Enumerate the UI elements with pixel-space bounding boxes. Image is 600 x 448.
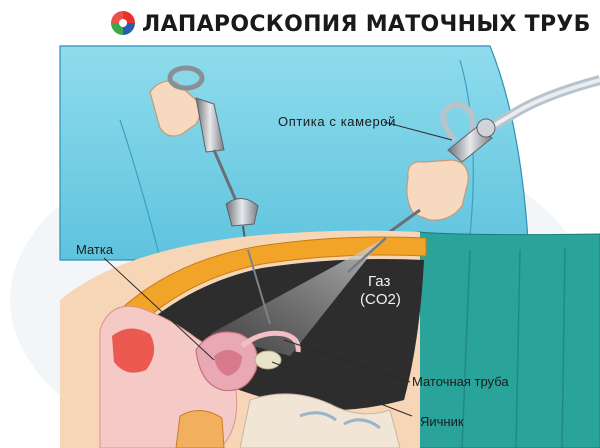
instrument-handle [195, 97, 225, 153]
label-gas-line2: (CO2) [360, 291, 401, 308]
label-fallopian-tube: Маточная труба [412, 374, 509, 389]
leader-ovary [271, 361, 413, 417]
instrument-shaft-inside [247, 249, 271, 325]
drape-fold-left [119, 119, 161, 259]
trocar-cone [225, 198, 259, 227]
leader-optics [383, 121, 453, 141]
surgeon-hand-right [406, 159, 469, 221]
camera-cable-loop [440, 100, 476, 142]
sheet-fold-1 [461, 249, 471, 448]
sheet-fold-3 [561, 247, 566, 448]
tricolor-swirl-logo-icon [111, 11, 135, 35]
optics-light-beam [210, 240, 382, 356]
page-title: ЛАПАРОСКОПИЯ МАТОЧНЫХ ТРУБ [142, 12, 591, 37]
pelvic-bone [175, 410, 225, 448]
intestine-loop-3 [343, 418, 381, 430]
label-ovary: Яичник [420, 414, 464, 429]
label-gas-line1: Газ [368, 273, 390, 290]
label-uterus: Матка [76, 242, 114, 257]
intestine-loop-2 [299, 411, 337, 422]
leader-tube [283, 339, 411, 383]
optics-shaft-inside [347, 237, 387, 273]
intestine-loop-1 [239, 393, 401, 448]
label-optics: Оптика с камерой [278, 114, 396, 129]
header: ЛАПАРОСКОПИЯ МАТОЧНЫХ ТРУБ [0, 6, 600, 42]
sheet-fold-2 [515, 249, 521, 448]
camera-optics-knob [476, 118, 496, 138]
ovary [254, 350, 282, 370]
leader-uterus [103, 257, 215, 361]
instrument-grip-ring [167, 65, 205, 91]
uterus-inner [214, 350, 242, 376]
bladder [112, 328, 155, 373]
